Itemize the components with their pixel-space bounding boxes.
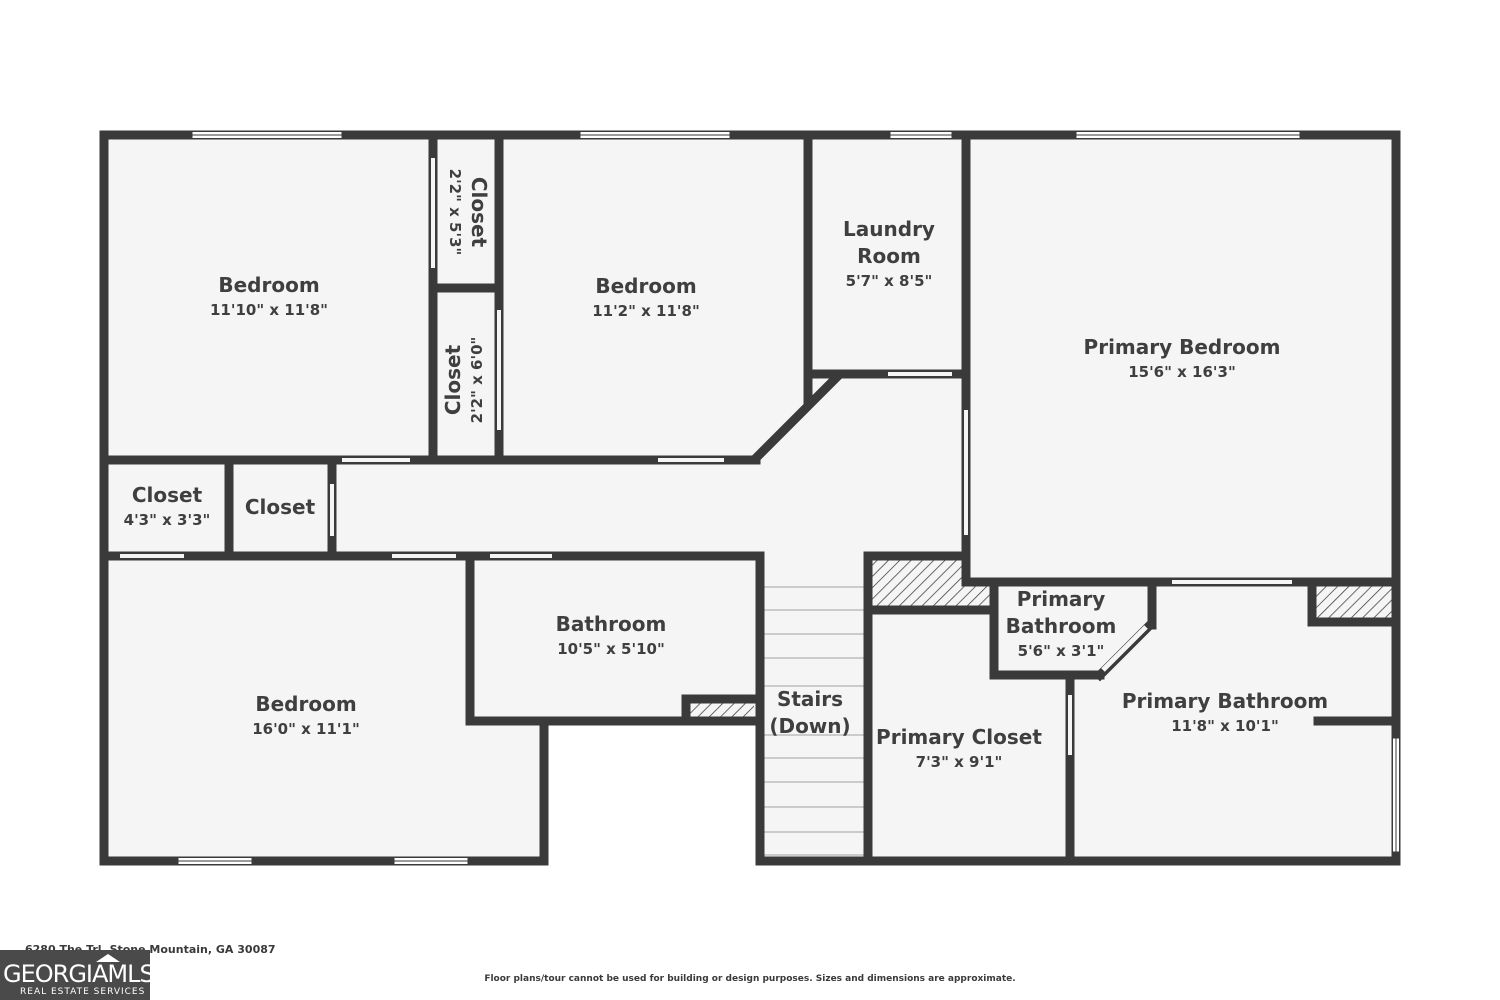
room-labels: Bedroom 11'10" x 11'8" Closet 2'2" x 5'3… xyxy=(124,169,1329,771)
roof-icon xyxy=(96,954,120,962)
room-name: Bedroom xyxy=(255,692,356,716)
hatched-fixtures xyxy=(688,560,1392,719)
door-opening-edges xyxy=(120,158,1292,755)
room-dims: 5'7" x 8'5" xyxy=(846,272,933,290)
georgia-mls-logo: GEORGIAMLS REAL ESTATE SERVICES xyxy=(0,950,155,1000)
room-name: Closet xyxy=(467,177,491,248)
room-dims: 2'2" x 5'3" xyxy=(446,169,464,256)
room-dims: 15'6" x 16'3" xyxy=(1128,363,1236,381)
room-name: Stairs xyxy=(777,687,843,711)
room-dims: 4'3" x 3'3" xyxy=(124,511,211,529)
room-name: Primary Bathroom xyxy=(1122,689,1328,713)
room-name: Bedroom xyxy=(218,273,319,297)
room-name: Bedroom xyxy=(595,274,696,298)
windows xyxy=(177,130,1401,866)
room-dims: 5'6" x 3'1" xyxy=(1018,642,1105,660)
room-name: Closet xyxy=(441,344,465,415)
room-dims: 11'2" x 11'8" xyxy=(592,302,700,320)
room-name: Bathroom xyxy=(556,612,667,636)
room-dims: 11'8" x 10'1" xyxy=(1171,717,1279,735)
door-openings xyxy=(120,158,1292,755)
room-dims: 7'3" x 9'1" xyxy=(916,753,1003,771)
logo-sub-text: REAL ESTATE SERVICES xyxy=(20,987,146,997)
room-name: Closet xyxy=(132,483,203,507)
room-name: Primary Closet xyxy=(876,725,1042,749)
room-dims: 16'0" x 11'1" xyxy=(252,720,360,738)
room-dims: 11'10" x 11'8" xyxy=(210,301,328,319)
room-dims: 2'2" x 6'0" xyxy=(468,337,486,424)
room-name: (Down) xyxy=(769,714,850,738)
room-dims: 10'5" x 5'10" xyxy=(557,640,665,658)
room-name: Closet xyxy=(245,495,316,519)
room-name: Primary Bedroom xyxy=(1084,335,1281,359)
room-name: Laundry xyxy=(843,217,935,241)
disclaimer-text: Floor plans/tour cannot be used for buil… xyxy=(484,974,1016,984)
room-name: Room xyxy=(857,244,921,268)
room-name: Primary xyxy=(1017,587,1106,611)
logo-main-text: GEORGIAMLS xyxy=(3,960,155,988)
stair-treads xyxy=(764,586,864,856)
room-name: Bathroom xyxy=(1006,614,1117,638)
